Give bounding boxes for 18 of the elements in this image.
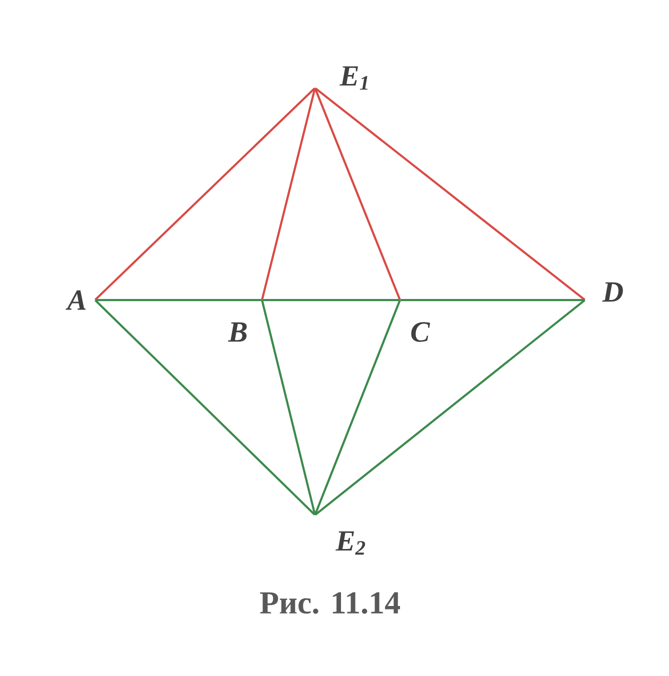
point-label: E$_{2}$ (336, 531, 366, 555)
line-segment (95, 298, 262, 302)
point-label: B (228, 322, 247, 342)
line-segment (400, 298, 585, 302)
line-segment (314, 88, 401, 300)
line-segment (94, 88, 316, 301)
point-label: A (66, 290, 86, 310)
figure-caption: Рис. 11.14 (260, 592, 400, 614)
point-label: D (602, 282, 623, 302)
line-segment (262, 298, 400, 302)
line-segment (261, 300, 316, 515)
line-segment (94, 300, 316, 516)
line-segment (314, 299, 586, 516)
point-label: C (411, 322, 430, 342)
line-segment (261, 88, 316, 300)
point-label: E$_{1}$ (340, 66, 368, 90)
line-segment (314, 300, 401, 516)
line-segment (314, 87, 586, 301)
